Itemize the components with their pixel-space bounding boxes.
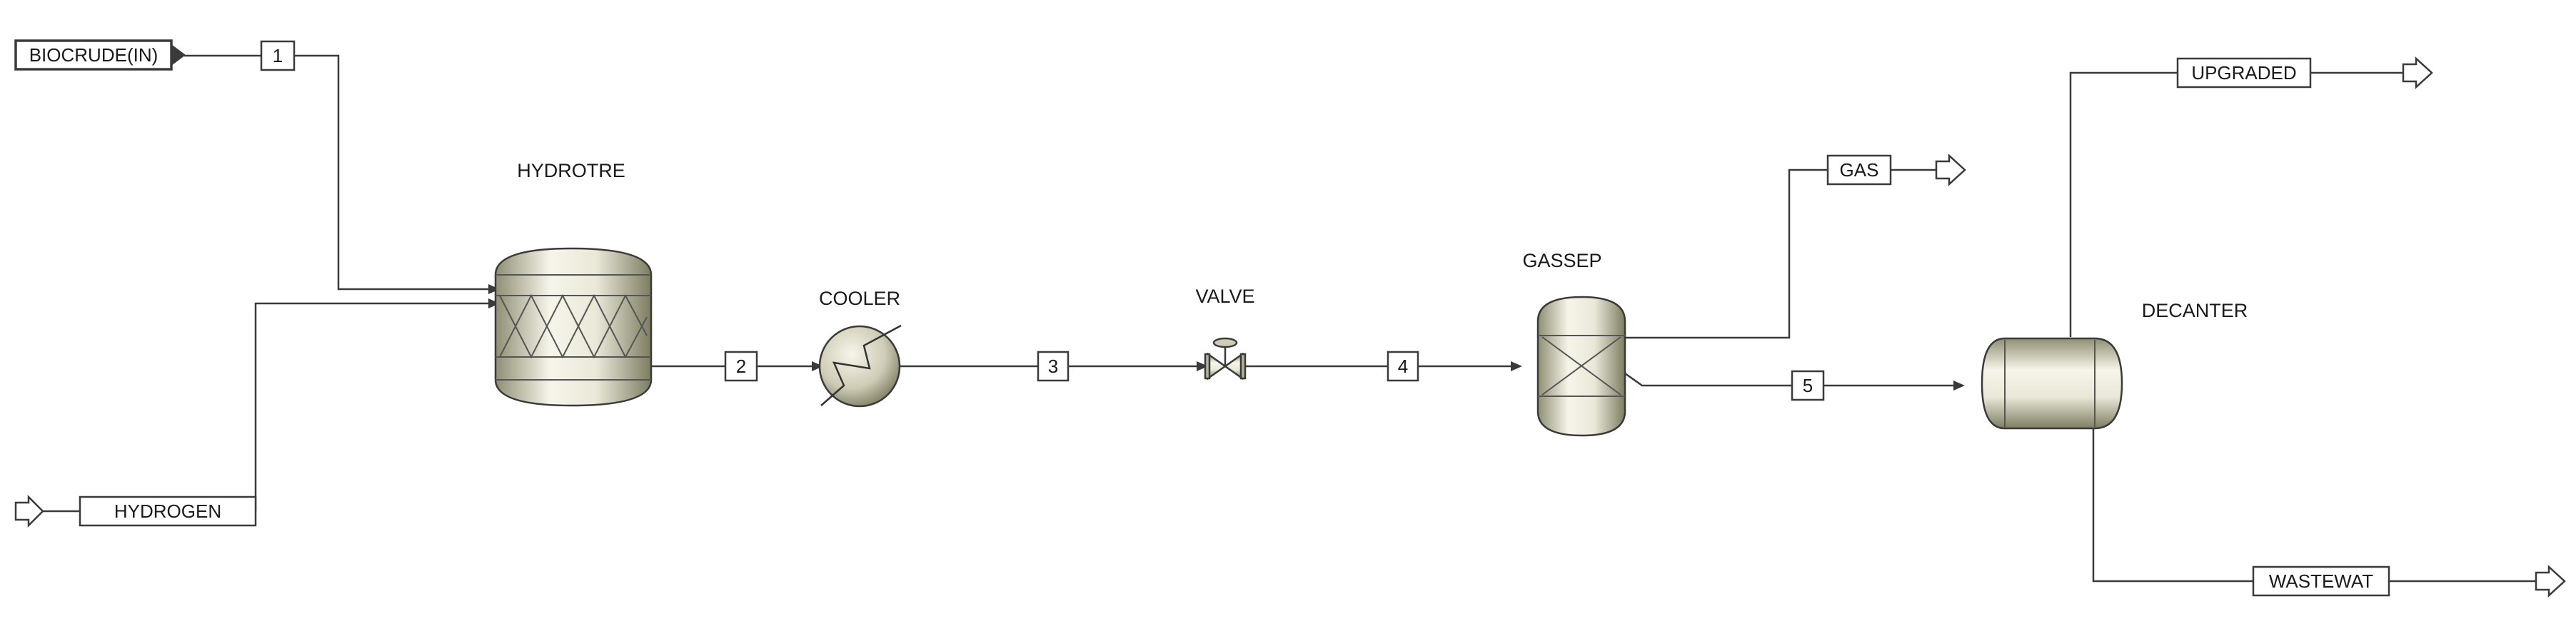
stream-tag-1[interactable]: 1 (260, 40, 296, 71)
svg-text:2: 2 (736, 356, 746, 377)
stream-tag-4[interactable]: 4 (1387, 351, 1419, 382)
valve[interactable]: VALVE (1195, 286, 1255, 381)
gassep-label: GASSEP (1522, 250, 1601, 271)
arrowhead-icon (1511, 361, 1522, 371)
open-arrow-icon (1935, 154, 1966, 186)
stream-tag-5[interactable]: 5 (1791, 370, 1825, 401)
feed-hydrogen[interactable]: HYDROGEN (14, 494, 257, 528)
product-gas[interactable]: GAS (1826, 154, 1966, 186)
arrowhead-icon (488, 284, 500, 294)
svg-text:1: 1 (273, 45, 283, 66)
arrowhead-icon (488, 298, 500, 308)
stream-line-hydrogen[interactable] (254, 302, 491, 511)
stream-tag-2[interactable]: 2 (724, 351, 758, 382)
stream-line-gas[interactable] (1625, 168, 1936, 339)
open-arrow-icon (2402, 56, 2433, 89)
feed-hydrogen-label: HYDROGEN (114, 500, 221, 522)
svg-text:5: 5 (1803, 375, 1813, 396)
product-wastewat-label: WASTEWAT (2269, 570, 2373, 592)
arrowhead-icon (1953, 381, 1965, 391)
stream-line-upgraded[interactable] (2069, 71, 2403, 337)
svg-text:3: 3 (1048, 356, 1058, 377)
arrowhead-icon (1197, 361, 1208, 371)
hydrotre-label: HYDROTRE (517, 160, 625, 181)
stream-line-1[interactable] (184, 54, 491, 291)
stream-tag-3[interactable]: 3 (1037, 351, 1070, 382)
svg-text:4: 4 (1398, 356, 1408, 377)
cooler-heat-exchanger[interactable]: COOLER (818, 288, 902, 408)
product-upgraded-label: UPGRADED (2191, 62, 2296, 84)
open-arrow-icon (2535, 565, 2566, 598)
feed-arrow-icon (171, 44, 186, 66)
gas-separator[interactable]: GASSEP (1522, 250, 1626, 437)
arrowhead-icon (812, 361, 823, 371)
cooler-label: COOLER (819, 288, 900, 309)
decanter-label: DECANTER (2142, 300, 2248, 321)
product-gas-label: GAS (1840, 159, 1879, 181)
product-wastewat[interactable]: WASTEWAT (2252, 565, 2566, 598)
hydrotreater-reactor[interactable]: HYDROTRE (494, 160, 653, 407)
stream-line-wastewat[interactable] (2092, 428, 2536, 583)
decanter-vessel[interactable]: DECANTER (1981, 300, 2248, 430)
feed-biocrude[interactable]: BIOCRUDE(IN) (14, 39, 186, 71)
open-arrow-icon (14, 494, 44, 528)
product-upgraded[interactable]: UPGRADED (2176, 56, 2433, 89)
valve-label: VALVE (1195, 286, 1254, 307)
stream-line-5[interactable] (1624, 372, 1956, 387)
feed-biocrude-label: BIOCRUDE(IN) (29, 44, 159, 66)
